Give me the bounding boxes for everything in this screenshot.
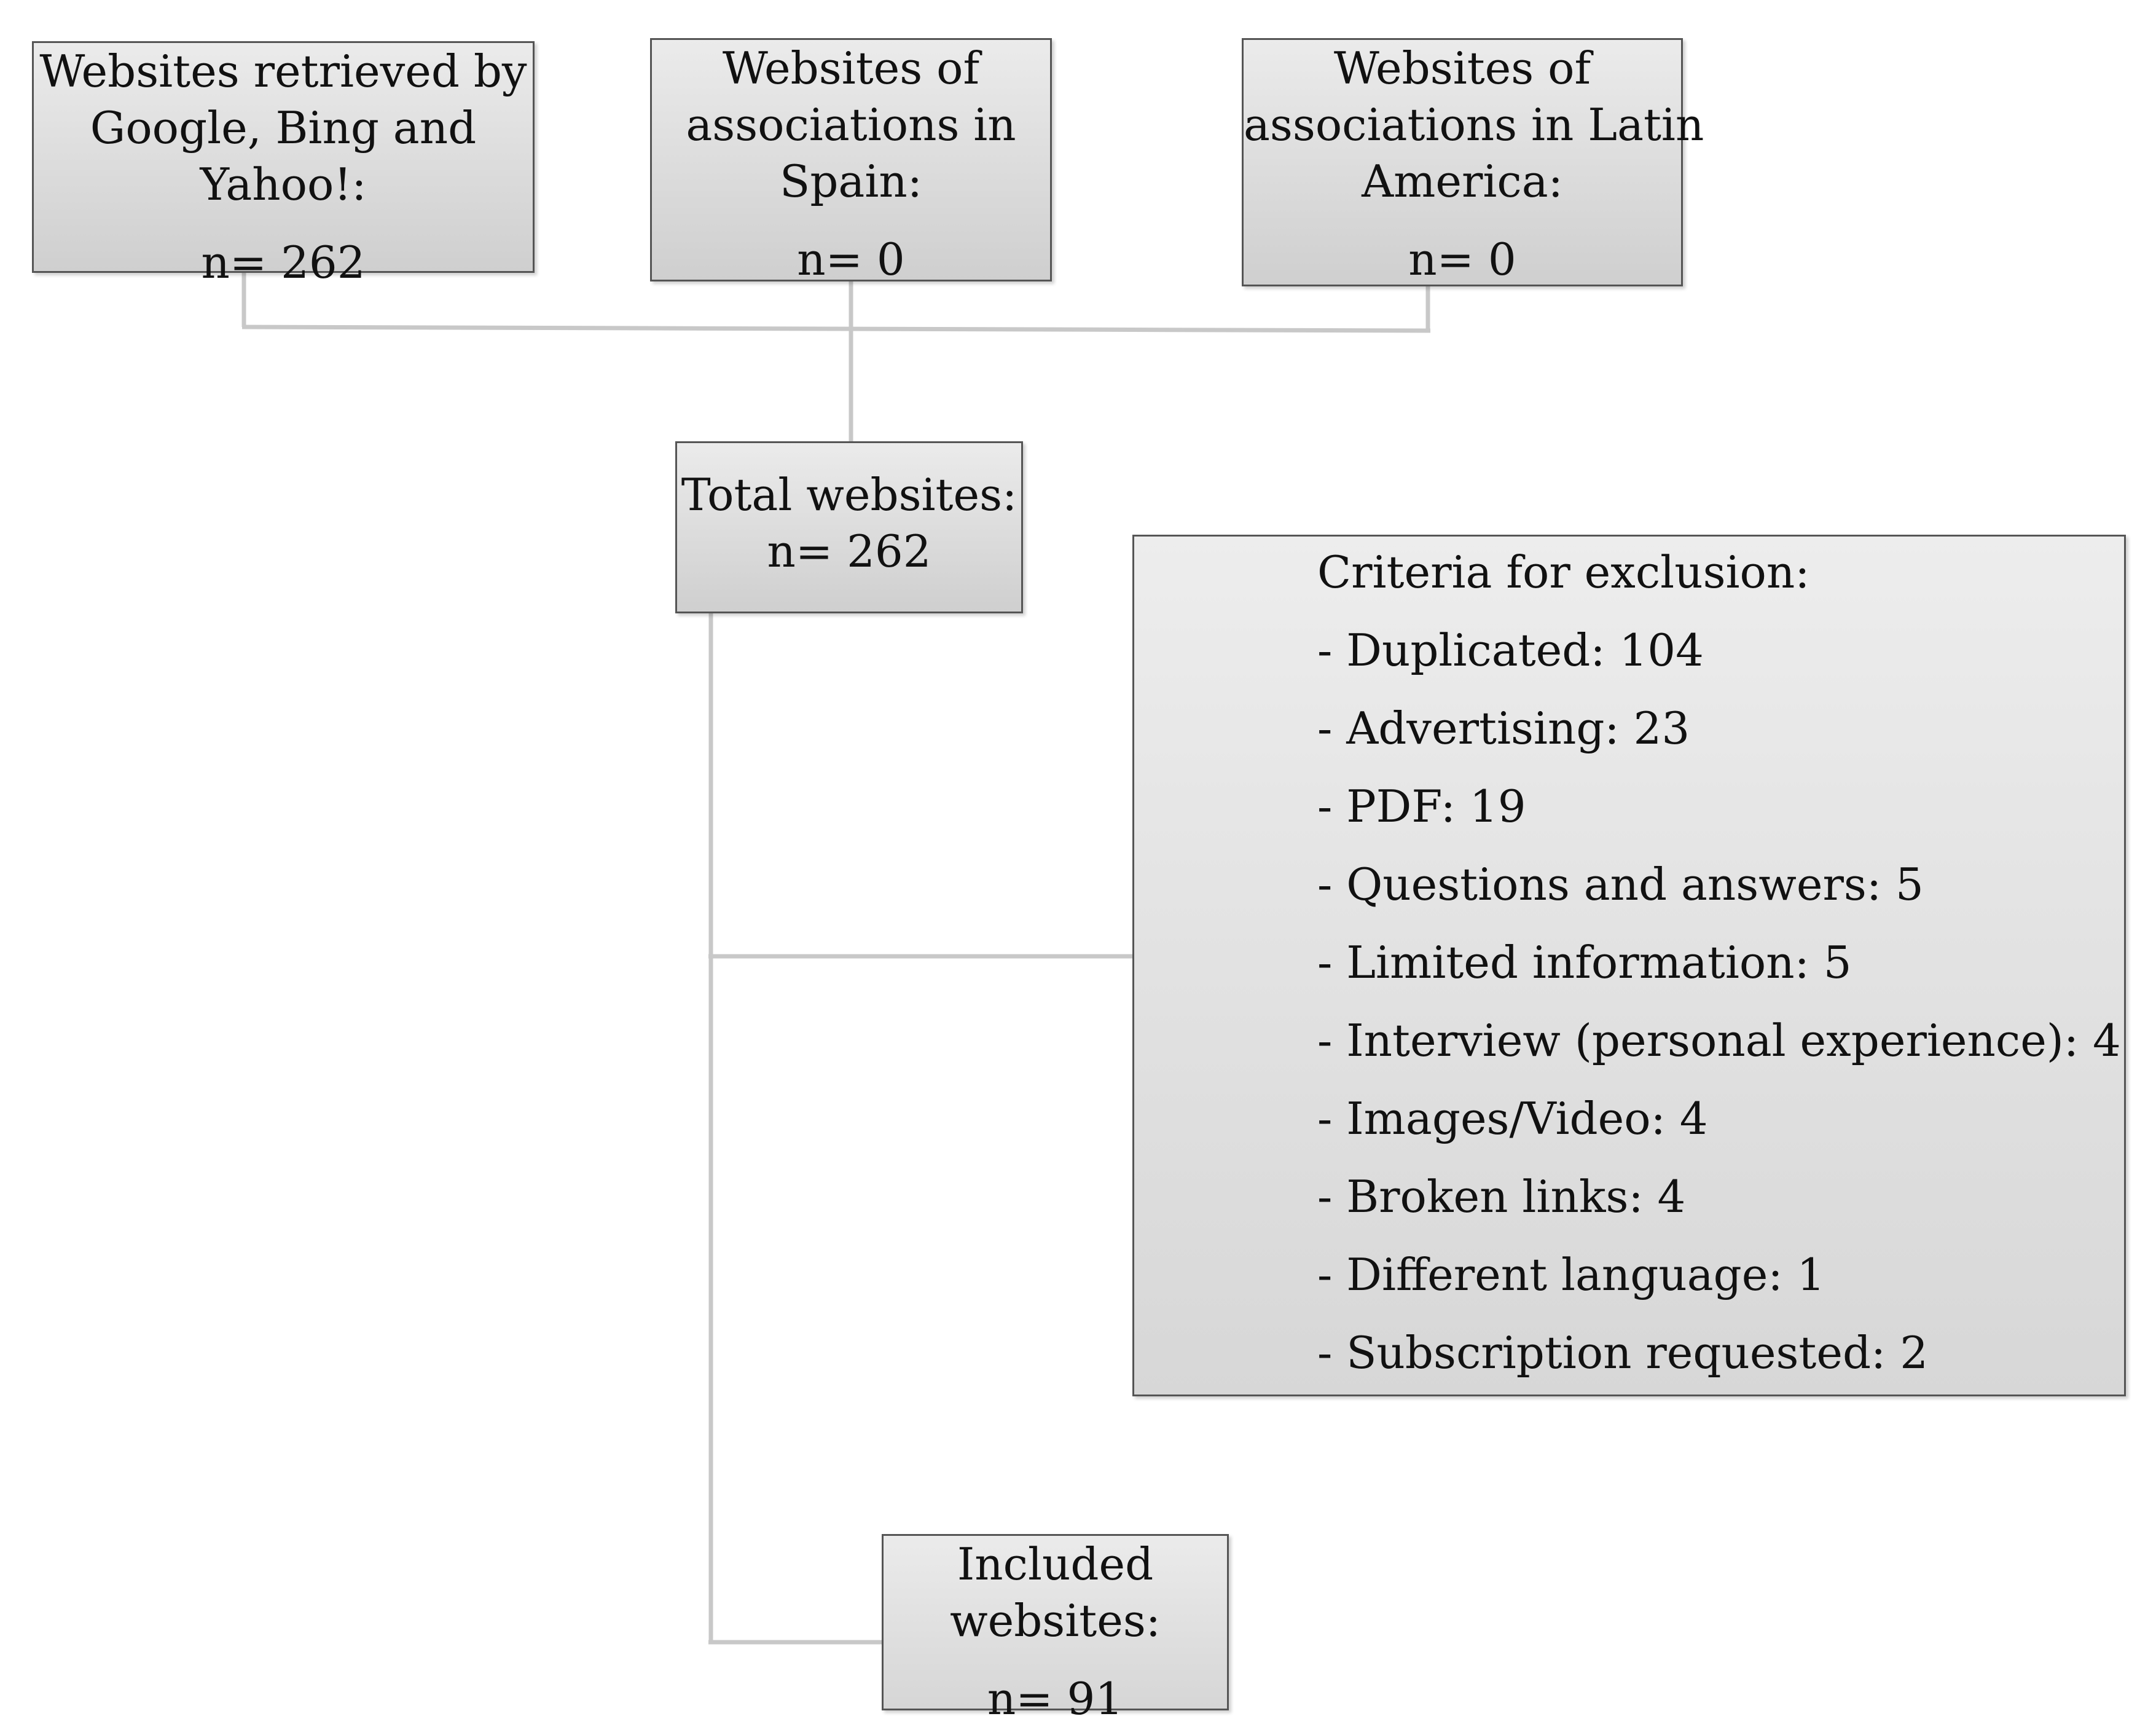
source-label-line: Websites of — [1333, 42, 1591, 94]
exclusion-item: - Questions and answers: 5 — [1317, 859, 1924, 910]
source-label-line: associations in — [686, 99, 1016, 151]
total-count: n= 262 — [767, 525, 931, 577]
exclusion-item: - Subscription requested: 2 — [1317, 1327, 1929, 1379]
source-box-search-engines: Websites retrieved by Google, Bing and Y… — [32, 41, 535, 288]
included-websites-box: Included websites: n= 91 — [882, 1534, 1229, 1725]
source-box-spain-associations: Websites of associations in Spain: n= 0 — [650, 38, 1052, 285]
source-label-line: Yahoo!: — [200, 159, 367, 210]
source-count: n= 0 — [1408, 234, 1516, 285]
exclusion-item: - PDF: 19 — [1317, 781, 1526, 832]
source-label-line: Websites retrieved by — [39, 45, 527, 97]
exclusion-item: - Limited information: 5 — [1317, 937, 1852, 988]
source-count: n= 262 — [201, 237, 366, 288]
included-count: n= 91 — [987, 1673, 1124, 1725]
source-label-line: Spain: — [780, 155, 922, 207]
source-label-line: Websites of — [722, 42, 980, 94]
source-count: n= 0 — [797, 234, 905, 285]
source-label-line: Google, Bing and — [90, 102, 477, 154]
total-websites-box: Total websites: n= 262 — [675, 441, 1023, 613]
exclusion-item: - Different language: 1 — [1317, 1249, 1825, 1300]
exclusion-item: - Interview (personal experience): 4 — [1317, 1015, 2121, 1066]
exclusion-item: - Duplicated: 104 — [1317, 624, 1704, 676]
source-box-latin-america-associations: Websites of associations in Latin Americ… — [1242, 38, 1704, 286]
exclusion-criteria-box: Criteria for exclusion: - Duplicated: 10… — [1132, 535, 2126, 1396]
source-label-line: America: — [1362, 155, 1563, 207]
exclusion-item: - Advertising: 23 — [1317, 702, 1690, 754]
included-label-line: Included — [957, 1538, 1154, 1590]
total-label: Total websites: — [681, 469, 1017, 521]
exclusion-item: - Images/Video: 4 — [1317, 1093, 1708, 1144]
connector-sources-horizontal — [241, 325, 1431, 333]
included-label-line: websites: — [949, 1595, 1161, 1646]
source-label-line: associations in Latin — [1244, 99, 1704, 151]
exclusion-item: - Broken links: 4 — [1317, 1171, 1686, 1222]
exclusion-title: Criteria for exclusion: — [1317, 546, 1810, 598]
